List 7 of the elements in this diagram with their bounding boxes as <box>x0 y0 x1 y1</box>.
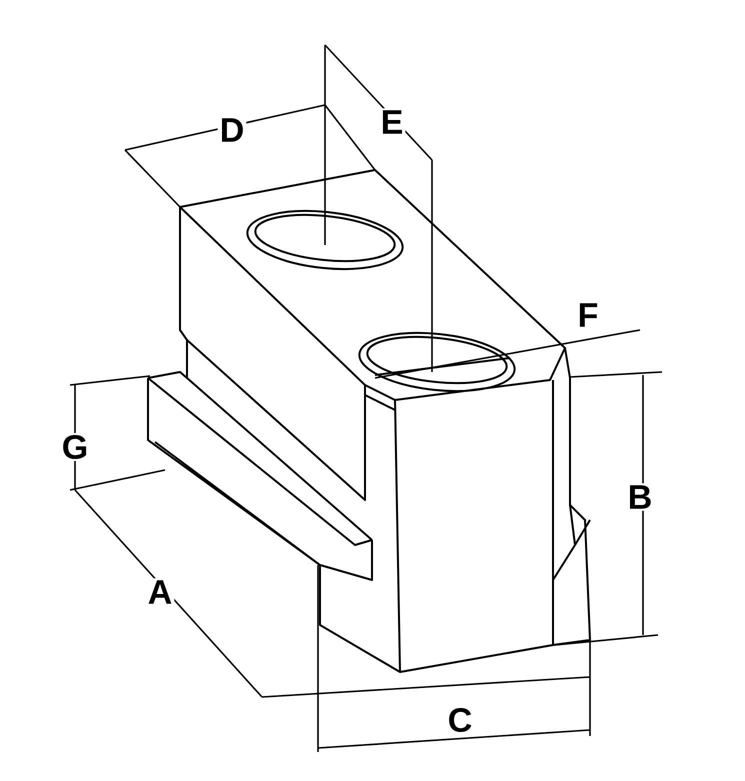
dimension-label: B <box>626 483 654 511</box>
dimension-label: F <box>576 301 600 329</box>
dimension-label: E <box>378 108 406 136</box>
dimension-label: A <box>146 578 174 606</box>
dimension-label: D <box>218 116 246 144</box>
dimension-label: C <box>446 706 474 734</box>
dimension-label: G <box>60 432 90 462</box>
